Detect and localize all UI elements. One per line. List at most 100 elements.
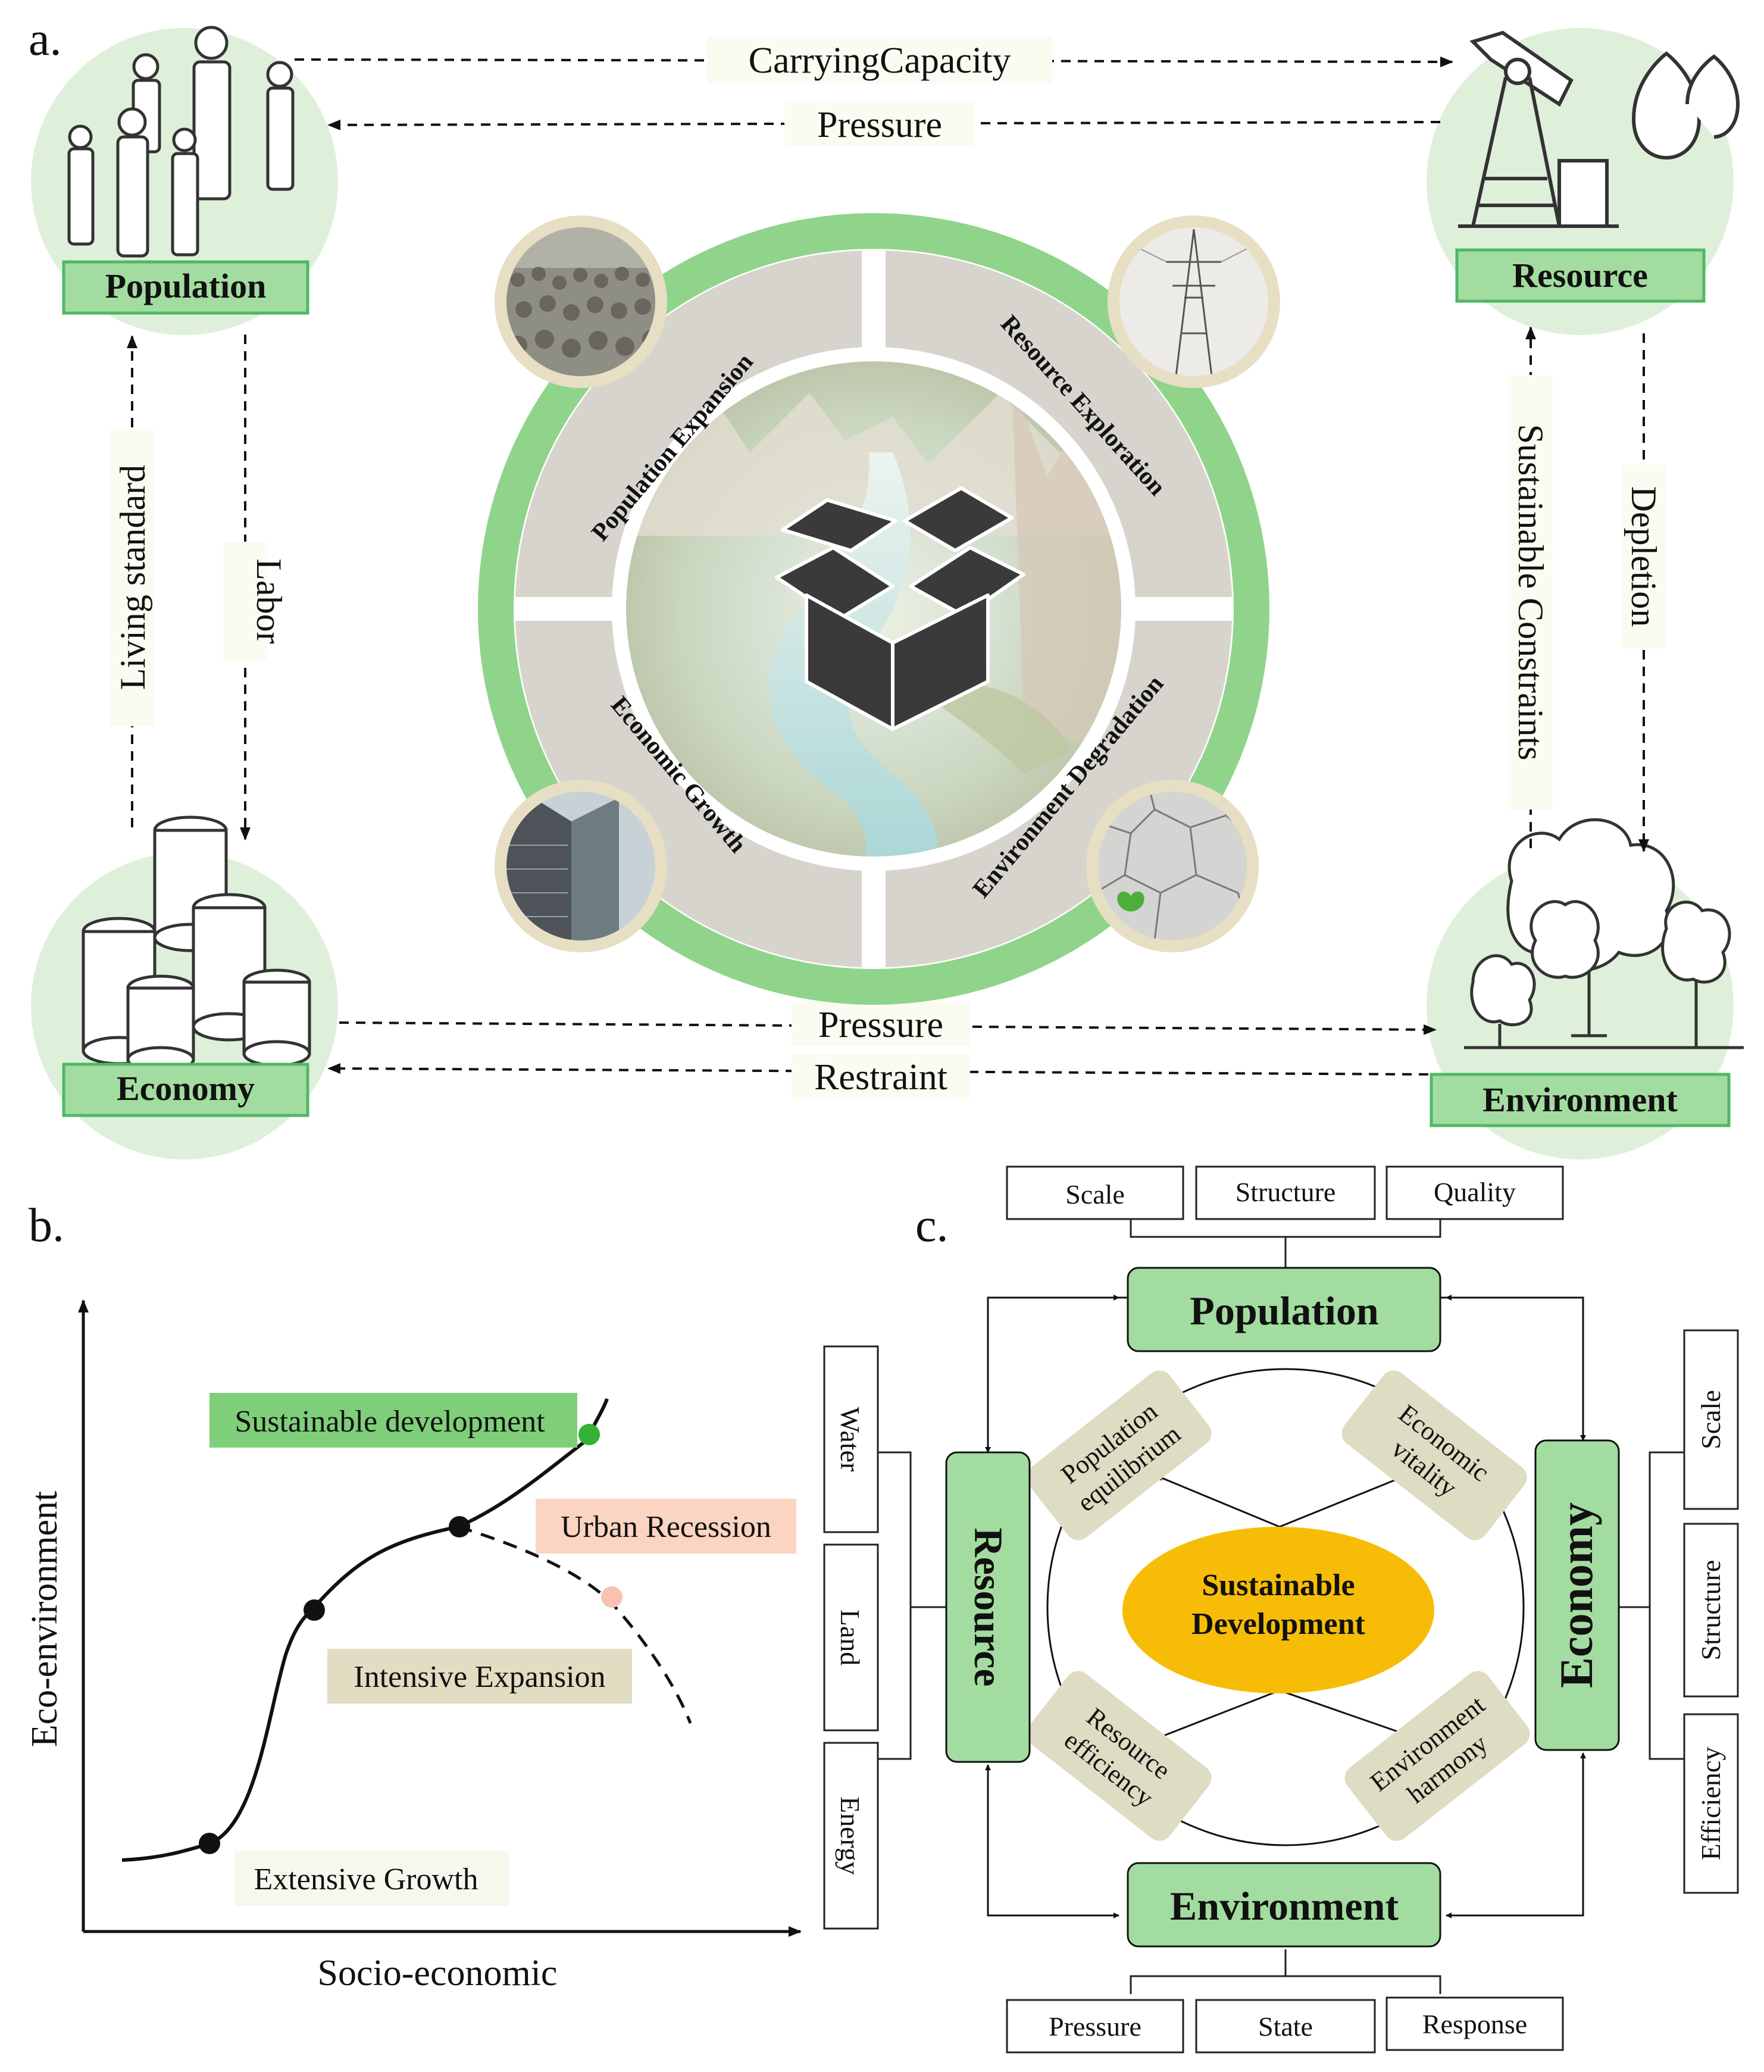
inner-loop-circle <box>1046 1368 1525 1846</box>
economy-node-c-label: Economy <box>1550 1502 1602 1688</box>
sustainable-development-dot <box>578 1424 600 1445</box>
economy-indicators: Scale Structure Efficiency <box>1683 1329 1739 1894</box>
arrow-to-resource-efficiency <box>1157 1689 1280 1739</box>
extensive-growth-label: Extensive Growth <box>254 1862 478 1896</box>
sustainable-constraints-label: Sustainable Constraints <box>1511 424 1550 761</box>
panel-b-label: b. <box>29 1199 64 1252</box>
population-indicator-box <box>1195 1165 1376 1220</box>
economy-indicator-structure: Structure <box>1696 1560 1726 1661</box>
center-label-line2: Development <box>1191 1607 1365 1641</box>
resource-indicators: Water Land Energy <box>823 1345 879 1930</box>
carrying-capacity-label: CarryingCapacity <box>749 40 1011 81</box>
resource-indicator-box <box>823 1345 879 1533</box>
economy-population-connector <box>1446 1295 1584 1345</box>
environment-indicator-box <box>1195 1999 1376 2054</box>
skyscraper-photo <box>506 792 655 940</box>
resource-node-c-label: Resource <box>966 1528 1011 1687</box>
economic-vitality-box: Economic vitality <box>1341 1370 1527 1540</box>
population-indicator-bracket <box>1130 1219 1441 1268</box>
environment-indicators: Pressure State Response <box>1006 1996 1564 2054</box>
economy-indicator-bracket <box>1618 1451 1684 1760</box>
carrying-capacity-label-bg <box>707 37 1052 83</box>
center-label-line1: Sustainable <box>1202 1568 1355 1602</box>
intensive-expansion-dot <box>304 1599 325 1621</box>
living-standard-label: Living standard <box>113 465 152 690</box>
resource-node-label-box <box>1455 248 1706 303</box>
x-axis-label: Socio-economic <box>318 1953 558 1993</box>
turning-point-dot <box>449 1516 470 1537</box>
environment-node-label: Environment <box>1482 1080 1678 1119</box>
depletion-label-bg <box>1622 464 1666 649</box>
pressure-top-label-bg <box>784 101 975 146</box>
y-axis-label: Eco-environment <box>24 1491 65 1747</box>
people-icon <box>67 26 295 258</box>
economy-node-c <box>1534 1439 1620 1751</box>
power-tower-photo <box>1119 227 1268 376</box>
center-landscape-photo <box>624 359 1124 859</box>
population-node-label: Population <box>105 267 267 305</box>
coins-icon <box>82 815 311 1073</box>
urban-recession-dot <box>601 1586 623 1608</box>
resource-indicator-energy: Energy <box>835 1796 865 1875</box>
population-indicator-box <box>1006 1165 1184 1220</box>
population-node-label-box <box>62 260 309 315</box>
population-indicator-scale: Scale <box>1065 1179 1125 1210</box>
extensive-growth-dot <box>199 1833 220 1854</box>
resource-indicator-water: Water <box>835 1407 865 1472</box>
resource-node-c <box>945 1451 1031 1763</box>
pressure-bottom-label: Pressure <box>818 1005 943 1045</box>
population-equilibrium-box: Population equilibrium <box>1026 1370 1212 1540</box>
population-indicator-structure: Structure <box>1236 1177 1336 1207</box>
sustainable-development-box <box>209 1393 577 1448</box>
environment-indicator-response: Response <box>1422 2009 1527 2039</box>
sustainable-constraints-label-bg <box>1509 375 1553 810</box>
population-indicators: Scale Structure Quality <box>1006 1165 1564 1220</box>
resource-population-connector <box>987 1295 1119 1348</box>
urban-recession-label: Urban Recession <box>561 1510 771 1544</box>
intensive-expansion-label: Intensive Expansion <box>354 1660 605 1694</box>
extensive-growth-box <box>235 1851 509 1906</box>
labor-label: Labor <box>249 558 289 643</box>
panel-a-label: a. <box>29 13 62 65</box>
environment-indicator-bracket <box>1130 1949 1441 1994</box>
resource-environment-connector <box>987 1792 1119 1918</box>
panel-c-label: c. <box>915 1199 949 1252</box>
environment-harmony-box: Environment harmony <box>1344 1671 1530 1841</box>
environment-node-c <box>1127 1862 1441 1948</box>
environment-indicator-box <box>1385 1996 1564 2051</box>
population-economy-connector <box>1440 1296 1586 1441</box>
population-indicator-quality: Quality <box>1434 1177 1516 1207</box>
economy-indicator-box <box>1683 1523 1739 1698</box>
growth-curve <box>121 1398 609 1862</box>
economy-node-label: Economy <box>117 1069 255 1108</box>
urban-recession-box <box>536 1499 796 1554</box>
population-node-c <box>1127 1267 1441 1352</box>
economy-indicator-efficiency: Efficiency <box>1696 1747 1726 1861</box>
resource-node-label: Resource <box>1512 256 1648 295</box>
intensive-expansion-box <box>327 1649 632 1704</box>
population-indicator-box <box>1385 1165 1564 1220</box>
open-box-icon <box>775 486 1025 731</box>
sustainable-development-center <box>1122 1527 1434 1693</box>
pressure-bottom-label-bg <box>792 1001 970 1046</box>
sustainable-development-label: Sustainable development <box>234 1405 545 1439</box>
economy-indicator-box <box>1683 1713 1739 1894</box>
environment-node-label-box <box>1430 1073 1731 1127</box>
economy-indicator-scale: Scale <box>1696 1390 1726 1449</box>
environment-indicator-state: State <box>1258 2011 1313 2042</box>
restraint-label-bg <box>792 1054 970 1099</box>
resource-indicator-land: Land <box>835 1610 865 1666</box>
environment-indicator-box <box>1006 1999 1184 2054</box>
economy-node-label-box <box>62 1062 309 1117</box>
arrow-to-environment-harmony <box>1279 1689 1417 1739</box>
oil-pump-icon <box>1458 30 1740 228</box>
economy-environment-connector <box>1446 1780 1584 1918</box>
depletion-label: Depletion <box>1624 486 1663 627</box>
arrow-to-economic-vitality <box>1279 1475 1405 1528</box>
resource-indicator-box <box>823 1742 879 1930</box>
living-standard-label-bg <box>110 429 154 726</box>
restraint-label: Restraint <box>814 1057 947 1098</box>
resource-indicator-bracket <box>878 1451 946 1760</box>
environment-node-c-label: Environment <box>1170 1883 1399 1929</box>
